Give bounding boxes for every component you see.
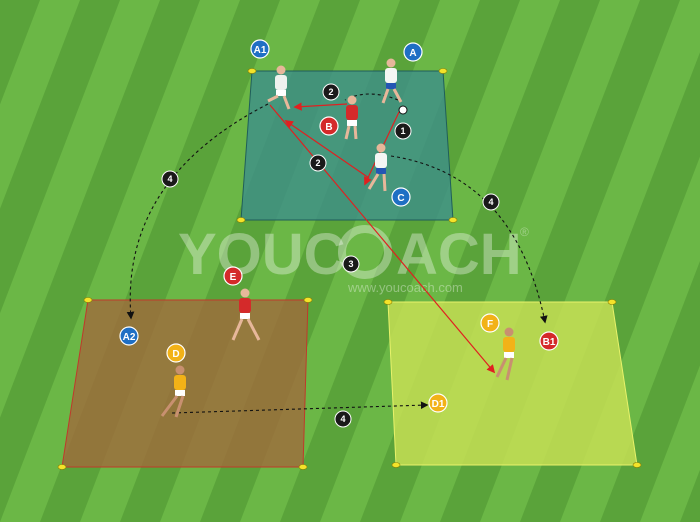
cone xyxy=(303,297,313,303)
player-f xyxy=(495,327,515,381)
pass-arrow-2b xyxy=(284,120,370,179)
pitch-stripe xyxy=(320,0,560,522)
cone xyxy=(57,464,67,470)
run-arrow-d-to-d1 xyxy=(171,401,429,414)
marker-d1: D1 xyxy=(428,393,448,413)
step-marker-4b: 4 xyxy=(482,193,500,211)
marker-d-label: D xyxy=(172,349,179,360)
cone xyxy=(448,217,458,223)
step-marker-1-label: 1 xyxy=(400,126,405,136)
marker-e: E xyxy=(223,266,243,286)
right-zone xyxy=(387,301,638,466)
watermark-url: www.youcoach.com xyxy=(347,280,463,295)
marker-b-label: B xyxy=(325,122,332,133)
step-marker-2a: 2 xyxy=(322,83,340,101)
step-marker-4c: 4 xyxy=(334,410,352,428)
player-a1 xyxy=(267,65,291,110)
marker-a2: A2 xyxy=(119,326,139,346)
step-marker-4a: 4 xyxy=(161,170,179,188)
cone xyxy=(391,462,401,468)
player-e xyxy=(231,288,261,341)
player-d xyxy=(160,365,186,418)
watermark-ball-icon xyxy=(338,225,392,279)
step-marker-2b-label: 2 xyxy=(315,158,320,168)
marker-a1-label: A1 xyxy=(254,45,267,56)
pass-arrow-3 xyxy=(269,104,496,374)
marker-c-label: C xyxy=(397,193,404,204)
marker-e-label: E xyxy=(230,272,237,283)
player-c xyxy=(367,143,387,192)
step-marker-3: 3 xyxy=(342,255,360,273)
cone xyxy=(632,462,642,468)
cone xyxy=(83,297,93,303)
marker-f-label: F xyxy=(487,319,493,330)
watermark-registered: ® xyxy=(520,225,529,239)
marker-b1-label: B1 xyxy=(543,337,556,348)
cone xyxy=(236,217,246,223)
marker-a: A xyxy=(403,42,423,62)
cone xyxy=(607,299,617,305)
step-marker-4b-label: 4 xyxy=(488,197,493,207)
marker-c: C xyxy=(391,187,411,207)
cones xyxy=(57,68,642,470)
marker-b1: B1 xyxy=(539,331,559,351)
pitch-stripe xyxy=(0,0,160,418)
marker-d: D xyxy=(166,343,186,363)
cone xyxy=(298,464,308,470)
step-marker-4c-label: 4 xyxy=(340,414,345,424)
pass-arrow-2a xyxy=(293,102,348,111)
marker-f: F xyxy=(480,313,500,333)
step-marker-4a-label: 4 xyxy=(167,174,172,184)
marker-a2-label: A2 xyxy=(123,332,136,343)
player-a xyxy=(381,58,408,115)
marker-b: B xyxy=(319,116,339,136)
watermark-left: YOUC xyxy=(178,222,346,287)
step-markers: 1 2 2 3 4 4 4 xyxy=(161,83,500,428)
step-marker-1: 1 xyxy=(394,122,412,140)
pitch-stripe xyxy=(0,0,80,209)
step-marker-2a-label: 2 xyxy=(328,87,333,97)
pitch-stripe xyxy=(0,0,240,522)
marker-a-label: A xyxy=(409,48,416,59)
step-marker-2b: 2 xyxy=(309,154,327,172)
cone xyxy=(247,68,257,74)
step-marker-3-label: 3 xyxy=(348,259,353,269)
player-b xyxy=(344,95,358,140)
watermark: YOUC ACH ® www.youcoach.com xyxy=(178,222,529,295)
player-markers: A1 A B C E A2 D F xyxy=(119,39,559,413)
pitch-stripe xyxy=(640,365,700,522)
cone xyxy=(383,299,393,305)
watermark-right: ACH xyxy=(396,222,522,287)
players xyxy=(160,58,515,418)
cone xyxy=(438,68,448,74)
ball-icon xyxy=(398,105,408,115)
marker-d1-label: D1 xyxy=(432,399,445,410)
marker-a1: A1 xyxy=(250,39,270,59)
